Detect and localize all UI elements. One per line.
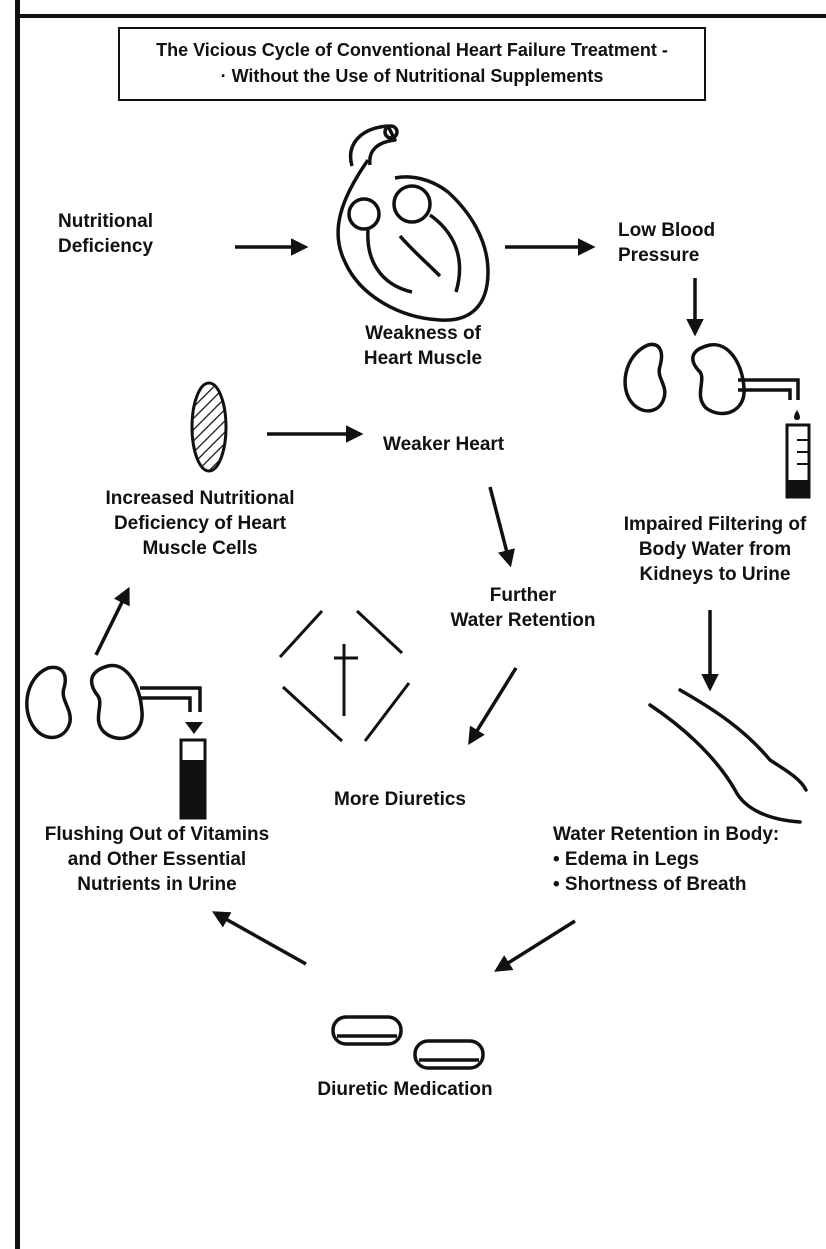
text-line: Increased Nutritional: [80, 486, 320, 511]
text-line: Diuretic Medication: [300, 1077, 510, 1102]
pill-icon: [333, 1017, 483, 1068]
label-diuretic-medication: Diuretic Medication: [300, 1077, 510, 1102]
text-line: Body Water from: [605, 537, 825, 562]
kidney-icon: [27, 666, 200, 739]
label-further-retention: Further Water Retention: [438, 583, 608, 633]
text-line: Muscle Cells: [80, 536, 320, 561]
heart-icon: [338, 126, 488, 320]
label-water-retention-body: Water Retention in Body: • Edema in Legs…: [553, 822, 779, 897]
label-nutritional-deficiency: Nutritional Deficiency: [58, 209, 153, 259]
test-tube-icon: [787, 410, 809, 497]
text-line: Deficiency of Heart: [80, 511, 320, 536]
text-line: Weaker Heart: [383, 432, 504, 457]
label-increased-deficiency: Increased Nutritional Deficiency of Hear…: [80, 486, 320, 561]
arrow-retention-to-diuretics: [470, 668, 516, 742]
text-line: Impaired Filtering of: [605, 512, 825, 537]
label-low-blood-pressure: Low Blood Pressure: [618, 218, 715, 268]
text-line: Pressure: [618, 243, 715, 268]
test-tube-icon: [181, 722, 205, 818]
text-line: Deficiency: [58, 234, 153, 259]
text-line: Low Blood: [618, 218, 715, 243]
text-line: Weakness of: [328, 321, 518, 346]
label-flushing-out: Flushing Out of Vitamins and Other Essen…: [32, 822, 282, 897]
hatched-cell-icon: [192, 383, 226, 471]
text-line: and Other Essential: [32, 847, 282, 872]
arrow-water-to-medication: [497, 921, 575, 970]
text-line: Flushing Out of Vitamins: [32, 822, 282, 847]
cross-icon: [280, 611, 409, 741]
arrow-kidney-to-deficiency: [96, 590, 128, 655]
arrow-medication-to-flushing: [215, 913, 306, 964]
text-line: Water Retention in Body:: [553, 822, 779, 847]
text-line: Further: [438, 583, 608, 608]
text-line: Water Retention: [438, 608, 608, 633]
label-impaired-filtering: Impaired Filtering of Body Water from Ki…: [605, 512, 825, 587]
text-line: • Shortness of Breath: [553, 872, 779, 897]
text-line: Kidneys to Urine: [605, 562, 825, 587]
arrow-weaker-heart-down: [490, 487, 510, 564]
label-weaker-heart: Weaker Heart: [383, 432, 504, 457]
text-line: Nutrients in Urine: [32, 872, 282, 897]
label-weakness-heart-muscle: Weakness of Heart Muscle: [328, 321, 518, 371]
text-line: Heart Muscle: [328, 346, 518, 371]
leg-icon: [650, 690, 806, 822]
kidney-icon: [625, 344, 798, 413]
text-line: More Diuretics: [310, 787, 490, 812]
text-line: Nutritional: [58, 209, 153, 234]
text-line: • Edema in Legs: [553, 847, 779, 872]
label-more-diuretics: More Diuretics: [310, 787, 490, 812]
